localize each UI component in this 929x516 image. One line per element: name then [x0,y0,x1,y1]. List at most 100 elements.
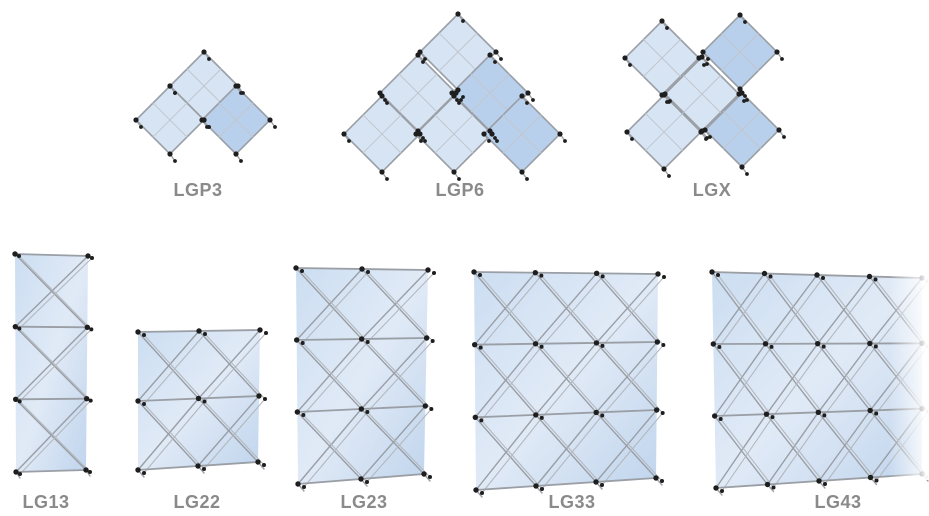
frame-joint [745,172,749,176]
lgp6-label: LGP6 [435,180,485,200]
frame-joint [532,269,539,276]
frame-joint [705,62,709,66]
frame-joint [89,327,94,332]
frame-joint [472,414,479,421]
frame-joint [815,409,822,416]
frame-joint [874,478,879,483]
frame-joint [17,326,22,331]
frame-joint [461,95,465,99]
frame-joint [471,269,477,275]
frame-joint [742,99,746,103]
frame-joint [702,127,708,133]
frame-joint [195,463,201,469]
frame-joint [385,177,389,181]
frame-joint [415,52,421,58]
frame-joint [780,57,784,61]
frame-joint [867,474,874,481]
frame-joint [135,398,141,404]
frame-joint [653,407,660,413]
frame-joint [341,131,347,137]
frame-joint [519,169,525,175]
frame-joint [771,485,776,490]
frame-joint [423,335,430,341]
frame-joint [702,63,706,67]
frame-joint [142,471,146,475]
frame-joint [661,92,667,98]
frame-joint [698,129,704,135]
frame-joint [201,49,207,55]
frame-joint [13,469,19,475]
frame-joint [710,341,717,347]
frame-joint [359,266,365,272]
frame-joint [233,83,239,89]
frame-joint [347,139,351,143]
frame-joint [539,273,544,278]
frame-joint [457,101,461,105]
frame-joint [532,341,539,347]
frame-joint [699,54,705,60]
graphic-panel [712,272,922,488]
frame-joint [593,409,599,416]
frame-joint [665,26,669,30]
lg33-label: LG33 [548,492,596,512]
frame-joint [600,413,605,418]
frame-joint [455,98,459,102]
frame-joint [173,91,177,95]
frame-joint [776,127,782,133]
frame-joint [489,131,495,137]
frame-joint [301,413,306,417]
frame-joint [421,136,425,140]
frame-joint [294,409,301,415]
frame-joint [764,481,771,488]
frame-joint [17,399,22,404]
frame-joint [173,159,177,163]
frame-joint [600,483,604,487]
frame-joint [257,327,263,333]
frame-joint [708,135,712,139]
frame-joint [379,169,385,175]
lg13-label: LG13 [22,492,70,512]
lg22-label: LG22 [173,492,221,512]
frame-joint [233,151,239,157]
frame-joint [142,402,146,406]
frame-joint [821,276,825,280]
frame-joint [293,265,299,271]
frame-joint [196,328,202,334]
frame-joint [195,395,202,402]
frame-joint [499,57,503,61]
frame-joint [533,412,539,418]
frame-joint [655,271,661,277]
frame-joint [493,60,497,64]
frame-joint [770,415,775,420]
frame-joint [593,270,600,277]
frame-joint [593,479,599,485]
frame-joint [711,413,718,419]
frame-joint [12,396,19,403]
frame-joint [365,480,369,484]
frame-joint [769,344,774,349]
lgx-frame-graphic [622,12,786,178]
lg22-frame-graphic [135,327,268,478]
frame-joint [814,340,821,347]
frame-joint [481,131,487,137]
frame-joint [295,481,301,487]
frame-joint [768,274,773,279]
frame-joint [739,90,745,96]
frame-joint [451,93,457,99]
frame-joint [874,411,879,416]
lg23-label: LG23 [340,492,388,512]
frame-joint [421,60,425,64]
frame-joint [487,139,491,143]
frame-joint [519,93,525,99]
frame-joint [478,345,483,350]
frame-joint [630,137,634,141]
frame-joint [417,131,423,137]
frame-joint [199,117,205,123]
frame-joint [461,19,465,23]
frame-joint [385,101,389,105]
frame-joint [493,49,499,55]
frame-joint [256,393,262,399]
frame-joint [88,470,92,474]
frame-joint [358,476,364,482]
frame-joint [255,459,261,465]
